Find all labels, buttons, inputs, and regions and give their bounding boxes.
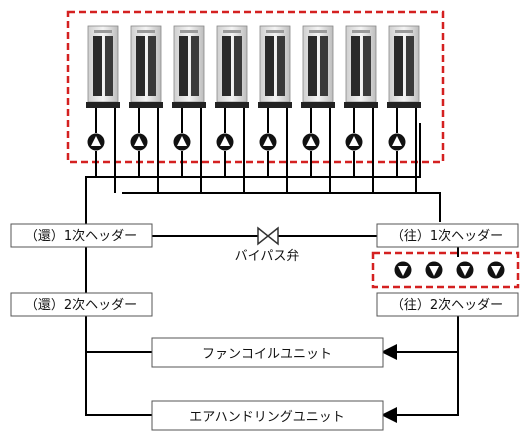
bypass-valve-label: バイパス弁 [235, 249, 300, 264]
return-secondary-header-label: （還）2次ヘッダー [25, 297, 137, 313]
fan-coil-unit-label: ファンコイルユニット [202, 347, 332, 362]
secondary-pump-icon [395, 262, 412, 279]
primary-pump-icon [88, 108, 105, 151]
chiller-unit [86, 26, 120, 108]
bypass-valve-icon [258, 228, 278, 244]
primary-pump-icon [346, 108, 363, 151]
chiller-unit [258, 26, 292, 108]
fan-coil-unit: ファンコイルユニット [152, 338, 383, 367]
chiller-group-highlight [68, 12, 443, 162]
chiller-unit [129, 26, 163, 108]
primary-pump-icon [217, 108, 234, 151]
chiller-unit [344, 26, 378, 108]
return-secondary-header: （還）2次ヘッダー [11, 293, 152, 316]
chiller-unit [215, 26, 249, 108]
chiller-unit [301, 26, 335, 108]
supply-secondary-header-label: （往）2次ヘッダー [391, 297, 503, 313]
air-handling-unit: エアハンドリングユニット [152, 401, 383, 430]
supply-primary-header: （往）1次ヘッダー [377, 224, 518, 247]
primary-pump-icon [131, 108, 148, 151]
chiller-unit [172, 26, 206, 108]
primary-pump-icon [389, 108, 406, 151]
chiller-units [86, 26, 421, 108]
secondary-pump-icon [426, 262, 443, 279]
primary-pump-icon [174, 108, 191, 151]
chiller-unit [387, 26, 421, 108]
return-primary-header: （還）1次ヘッダー [11, 224, 152, 247]
primary-pumps [88, 108, 406, 151]
supply-primary-header-label: （往）1次ヘッダー [391, 228, 503, 244]
return-primary-header-label: （還）1次ヘッダー [25, 228, 137, 244]
supply-secondary-header: （往）2次ヘッダー [377, 293, 518, 316]
primary-pump-icon [303, 108, 320, 151]
secondary-pumps [395, 262, 505, 279]
air-handling-unit-label: エアハンドリングユニット [189, 410, 344, 425]
primary-pump-icon [260, 108, 277, 151]
secondary-pump-icon [488, 262, 505, 279]
secondary-pump-icon [457, 262, 474, 279]
